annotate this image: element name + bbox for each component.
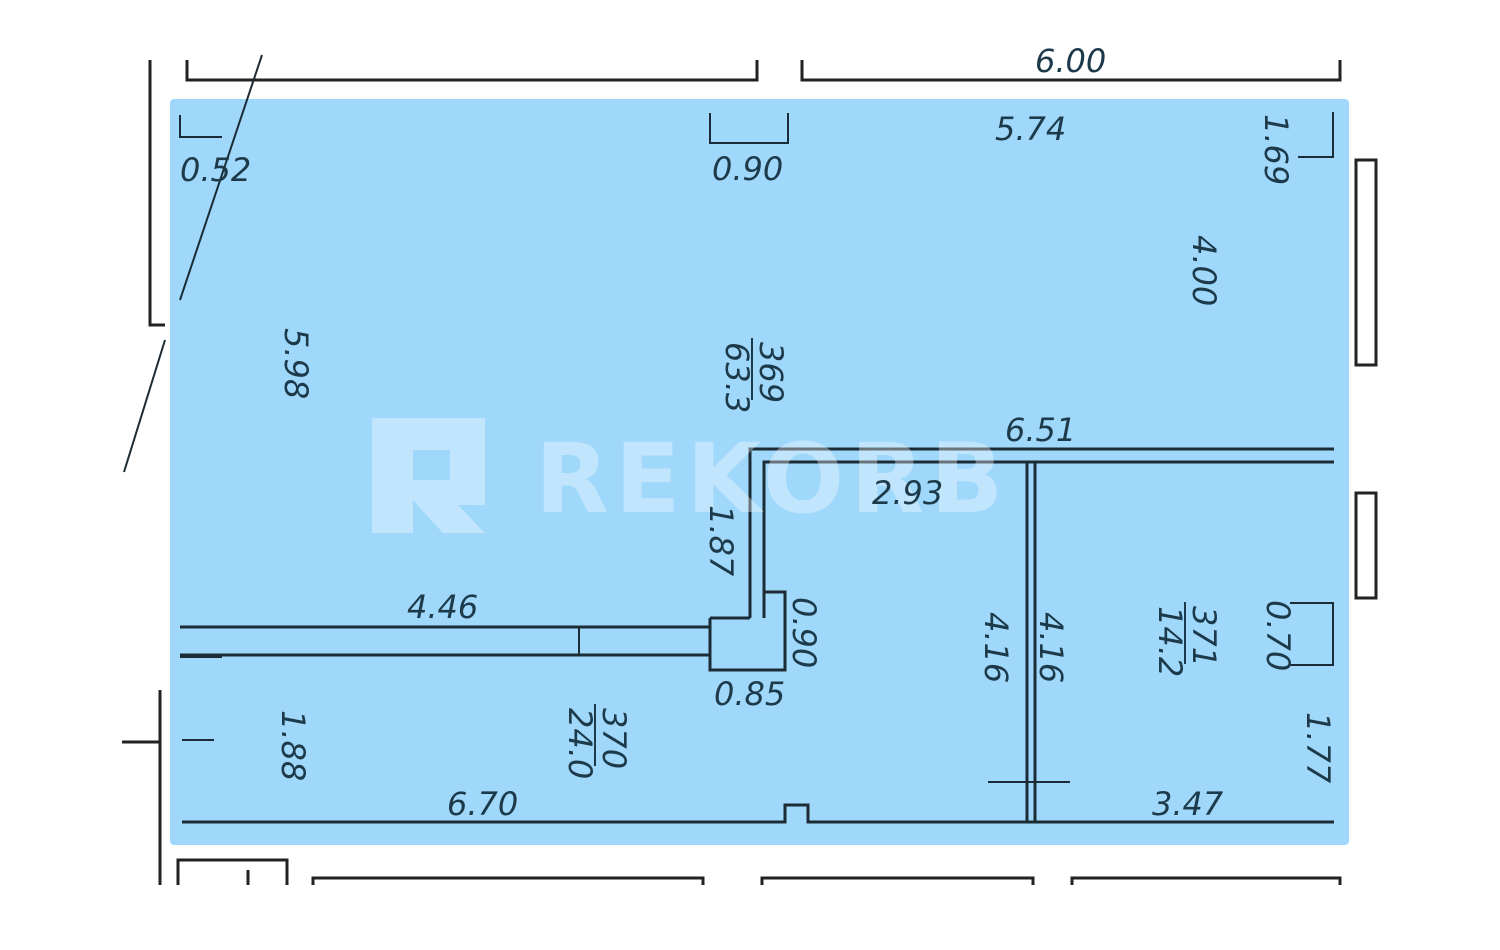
outer-walls <box>122 60 1378 885</box>
watermark-logo-icon <box>372 418 485 533</box>
dimension-labels: 6.00 0.52 0.90 5.74 1.69 4.00 5.98 6.51 … <box>180 42 1337 823</box>
room-lower-left-label: 370 24.0 <box>561 704 633 779</box>
interior-walls <box>123 54 1334 824</box>
dim-top-niche: 0.90 <box>712 150 783 188</box>
room-labels: 369 63.3 370 24.0 371 14.2 <box>561 338 1223 779</box>
dim-door-width: 0.90 <box>785 597 823 668</box>
room-lower-left-area: 24.0 <box>561 708 599 779</box>
watermark: REKORB <box>372 418 1009 535</box>
dim-top-right-span: 5.74 <box>995 110 1066 148</box>
dim-bath-left-height: 1.87 <box>702 505 740 577</box>
dim-bottom-right-length: 3.47 <box>1152 785 1224 823</box>
dim-partition-left: 4.16 <box>977 612 1015 683</box>
dim-bottom-left-height: 1.88 <box>274 710 312 781</box>
room-main-label: 369 63.3 <box>718 338 790 413</box>
dim-right-lower: 1.77 <box>1299 712 1337 784</box>
room-right-code: 371 <box>1185 606 1223 667</box>
room-main-area: 63.3 <box>718 342 756 413</box>
watermark-text: REKORB <box>535 423 1009 535</box>
dim-bottom-length: 6.70 <box>447 785 518 823</box>
dim-room-divider: 6.51 <box>1005 411 1076 449</box>
room-lower-left-code: 370 <box>595 708 633 769</box>
dim-door-stub: 0.85 <box>714 675 785 713</box>
apartment-highlight <box>166 95 1353 849</box>
room-main-code: 369 <box>752 342 790 403</box>
dim-partition-right: 4.16 <box>1032 612 1070 683</box>
dim-right-niche: 0.70 <box>1259 600 1297 671</box>
dim-top-left-corner: 0.52 <box>180 151 251 189</box>
dim-left-height: 5.98 <box>277 328 315 399</box>
dim-corridor: 4.46 <box>407 588 478 626</box>
dim-top-right-corner: 1.69 <box>1257 114 1295 185</box>
room-right-area: 14.2 <box>1151 606 1189 677</box>
dim-top-outer: 6.00 <box>1035 42 1106 80</box>
dim-right-window: 4.00 <box>1185 235 1223 306</box>
dim-bath-width: 2.93 <box>872 474 943 512</box>
room-right-label: 371 14.2 <box>1151 602 1223 677</box>
